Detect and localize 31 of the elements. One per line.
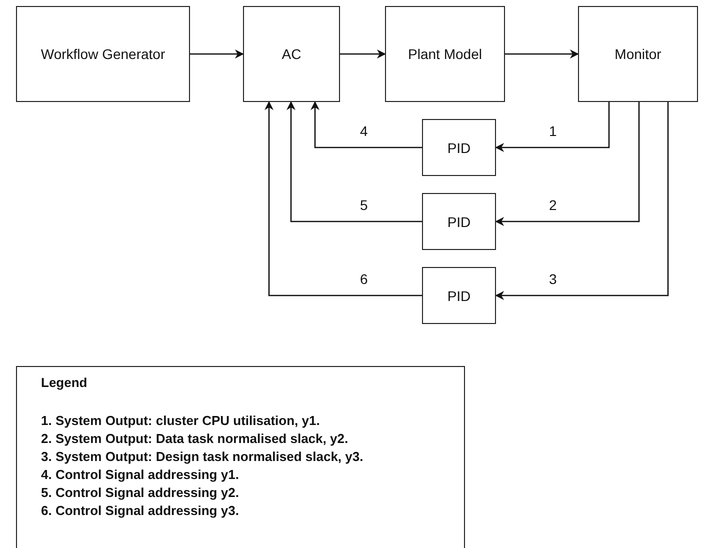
node-label: PID xyxy=(447,288,471,304)
arrow xyxy=(495,102,669,300)
legend-entry: 1. System Output: cluster CPU utilisation, y1. xyxy=(41,412,321,430)
arrow xyxy=(190,50,244,58)
arrow xyxy=(495,102,640,226)
arrow xyxy=(264,101,422,296)
node-label: Plant Model xyxy=(408,46,482,62)
process-box xyxy=(422,193,496,250)
legend-entry: 6. Control Signal addressing y3. xyxy=(41,502,240,520)
process-box xyxy=(243,6,340,102)
arrow xyxy=(310,101,422,148)
legend-entry: 4. Control Signal addressing y1. xyxy=(41,466,240,484)
legend-title: Legend xyxy=(41,375,88,390)
process-box xyxy=(578,6,698,102)
process-box xyxy=(385,6,505,102)
legend-entry: 2. System Output: Data task normalised slack, y2. xyxy=(41,430,350,448)
process-box xyxy=(422,119,496,176)
legend-entry: 5. Control Signal addressing y2. xyxy=(41,484,240,502)
arrow xyxy=(286,101,422,222)
arrow xyxy=(495,102,610,152)
process-box xyxy=(422,267,496,324)
arrow xyxy=(340,50,386,58)
node-label: PID xyxy=(447,140,471,156)
node-label: AC xyxy=(282,46,302,62)
legend-entry: 3. System Output: Design task normalised slack, y3. xyxy=(41,448,364,466)
legend-box xyxy=(16,366,465,548)
process-box xyxy=(16,6,190,102)
node-label: PID xyxy=(447,214,471,230)
node-label: Workflow Generator xyxy=(40,46,166,62)
node-label: Monitor xyxy=(614,46,662,62)
arrow xyxy=(505,50,579,58)
